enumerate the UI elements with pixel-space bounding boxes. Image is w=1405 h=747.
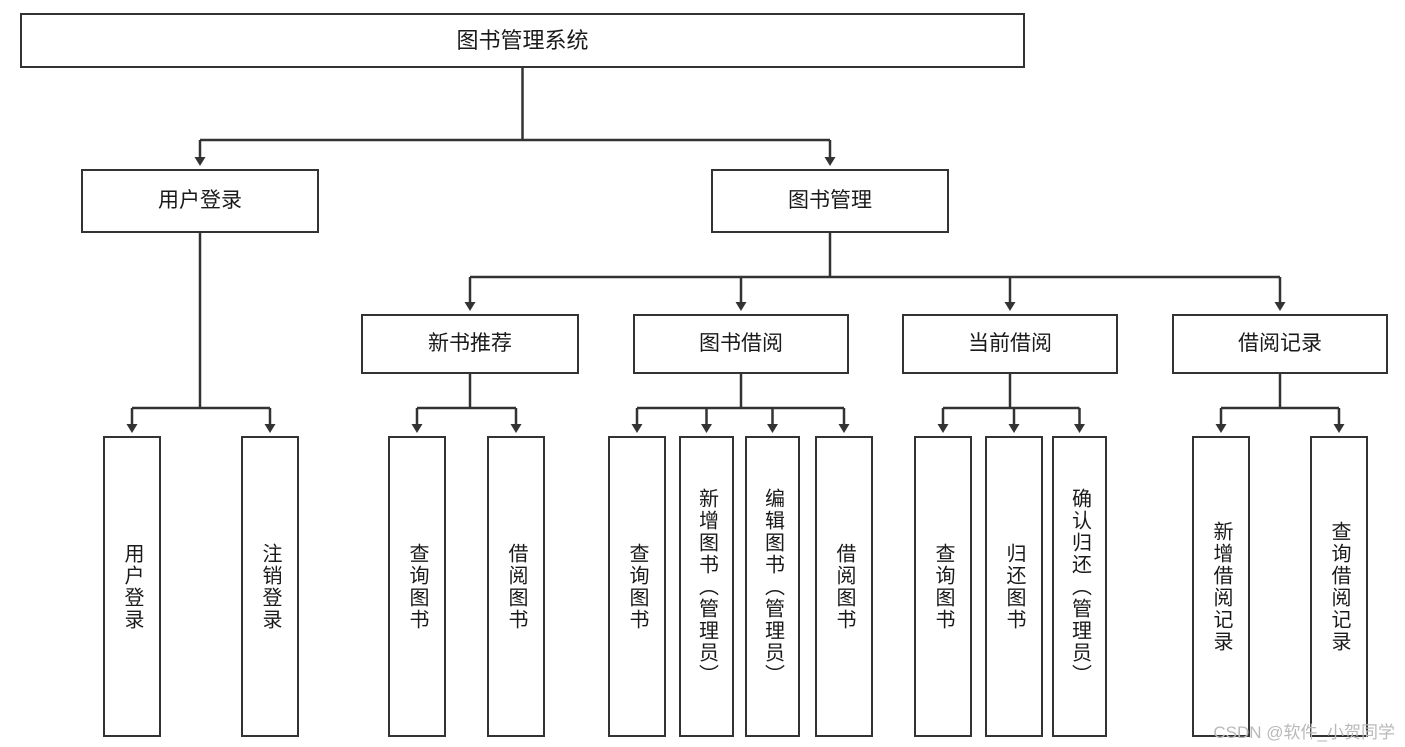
node-label-book-manage: 图书管理 bbox=[788, 188, 872, 212]
node-borrow-record[interactable]: 借阅记录 bbox=[1172, 314, 1388, 374]
connector-group bbox=[126, 68, 1345, 433]
node-leaf-query-book-2[interactable]: 查询图书 bbox=[608, 436, 666, 737]
node-label-new-book-recommend: 新书推荐 bbox=[428, 331, 512, 355]
node-label-leaf-query-book-1: 查询图书 bbox=[406, 542, 428, 631]
node-label-leaf-user-logout: 注销登录 bbox=[259, 542, 281, 631]
node-leaf-return-book[interactable]: 归还图书 bbox=[985, 436, 1043, 737]
node-label-leaf-add-book-admin: 新增图书（管理员） bbox=[695, 487, 718, 686]
node-leaf-edit-book-admin[interactable]: 编辑图书（管理员） bbox=[745, 436, 800, 737]
node-label-user-login: 用户登录 bbox=[158, 188, 242, 212]
node-leaf-query-book-3[interactable]: 查询图书 bbox=[914, 436, 972, 737]
node-book-borrow[interactable]: 图书借阅 bbox=[633, 314, 849, 374]
node-label-book-borrow: 图书借阅 bbox=[699, 331, 783, 355]
node-leaf-query-book-1[interactable]: 查询图书 bbox=[388, 436, 446, 737]
node-new-book-recommend[interactable]: 新书推荐 bbox=[361, 314, 579, 374]
node-label-leaf-return-book: 归还图书 bbox=[1003, 542, 1025, 631]
node-leaf-add-book-admin[interactable]: 新增图书（管理员） bbox=[679, 436, 734, 737]
node-label-root: 图书管理系统 bbox=[456, 27, 589, 53]
node-label-borrow-record: 借阅记录 bbox=[1238, 331, 1322, 355]
node-label-leaf-user-login: 用户登录 bbox=[121, 542, 143, 631]
node-label-leaf-borrow-book-1: 借阅图书 bbox=[505, 542, 527, 631]
node-leaf-query-borrow-record[interactable]: 查询借阅记录 bbox=[1310, 436, 1368, 737]
node-label-leaf-borrow-book-2: 借阅图书 bbox=[833, 542, 855, 631]
node-label-leaf-add-borrow-record: 新增借阅记录 bbox=[1210, 520, 1232, 653]
node-leaf-borrow-book-2[interactable]: 借阅图书 bbox=[815, 436, 873, 737]
node-current-borrow[interactable]: 当前借阅 bbox=[902, 314, 1118, 374]
node-leaf-add-borrow-record[interactable]: 新增借阅记录 bbox=[1192, 436, 1250, 737]
node-book-manage[interactable]: 图书管理 bbox=[711, 169, 949, 233]
node-leaf-confirm-return-admin[interactable]: 确认归还（管理员） bbox=[1052, 436, 1107, 737]
node-leaf-borrow-book-1[interactable]: 借阅图书 bbox=[487, 436, 545, 737]
node-leaf-user-login[interactable]: 用户登录 bbox=[103, 436, 161, 737]
node-label-leaf-confirm-return-admin: 确认归还（管理员） bbox=[1068, 487, 1091, 686]
node-leaf-user-logout[interactable]: 注销登录 bbox=[241, 436, 299, 737]
node-label-leaf-query-borrow-record: 查询借阅记录 bbox=[1328, 520, 1350, 653]
node-label-leaf-query-book-2: 查询图书 bbox=[626, 542, 648, 631]
node-user-login[interactable]: 用户登录 bbox=[81, 169, 319, 233]
node-label-current-borrow: 当前借阅 bbox=[968, 331, 1052, 355]
node-label-leaf-query-book-3: 查询图书 bbox=[932, 542, 954, 631]
node-label-leaf-edit-book-admin: 编辑图书（管理员） bbox=[761, 487, 784, 686]
node-root[interactable]: 图书管理系统 bbox=[20, 13, 1025, 68]
